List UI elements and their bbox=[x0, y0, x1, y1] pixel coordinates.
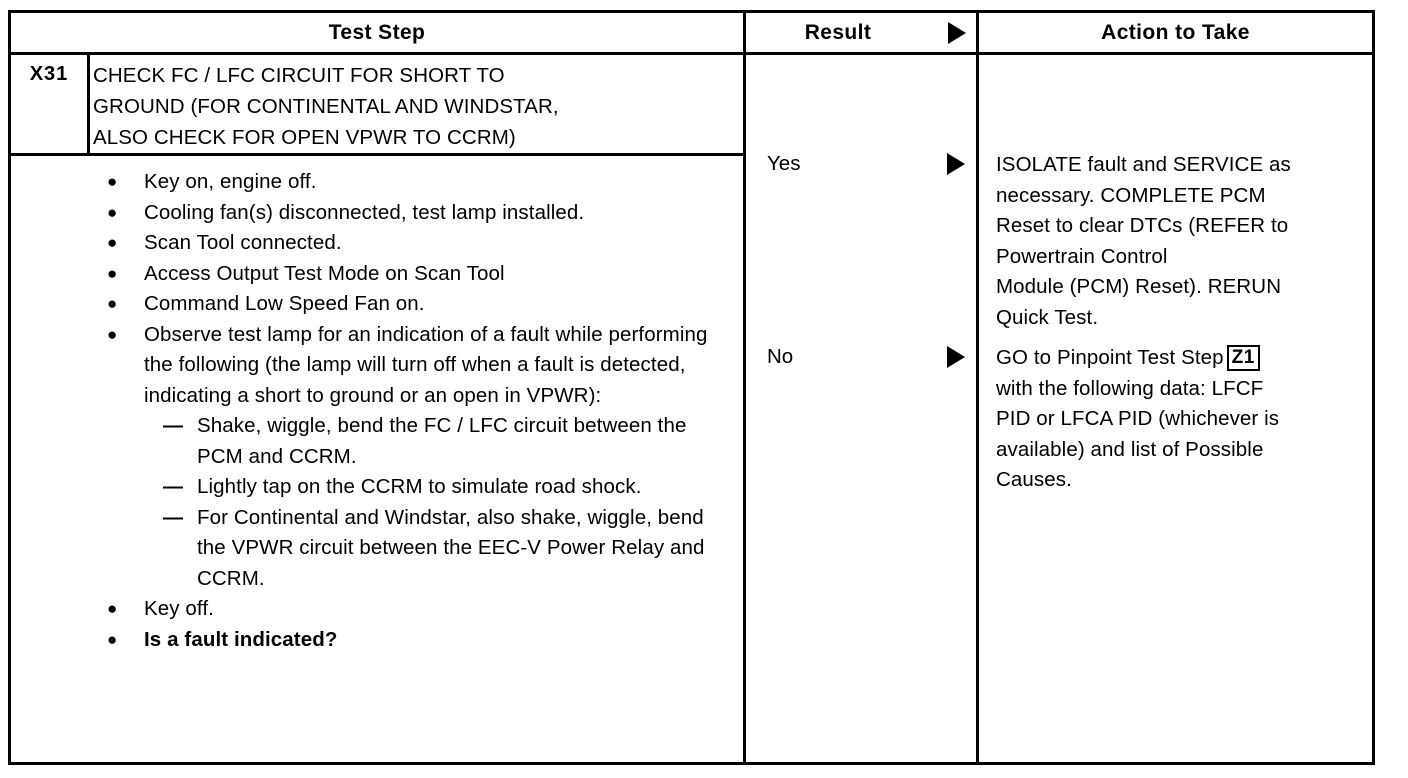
step-title-line-3: ALSO CHECK FOR OPEN VPWR TO CCRM) bbox=[93, 126, 516, 149]
bullet-icon: ● bbox=[107, 294, 118, 313]
step-reference-badge[interactable]: Z1 bbox=[1226, 345, 1260, 371]
list-item-text: Command Low Speed Fan on. bbox=[144, 292, 425, 315]
result-no[interactable]: No bbox=[746, 342, 976, 372]
list-item: ● Key off. bbox=[107, 594, 735, 625]
column-result: Yes No bbox=[746, 55, 976, 762]
step-title: CHECK FC / LFC CIRCUIT FOR SHORT TO GROU… bbox=[93, 60, 735, 153]
header-test-step: Test Step bbox=[11, 13, 743, 52]
sub-list-item-text: For Continental and Windstar, also shake… bbox=[197, 505, 705, 590]
sub-list-item: — For Continental and Windstar, also sha… bbox=[107, 503, 735, 595]
list-item: ● Scan Tool connected. bbox=[107, 228, 735, 259]
list-item-text: Access Output Test Mode on Scan Tool bbox=[144, 261, 505, 285]
dash-icon: — bbox=[163, 476, 184, 498]
action-yes-line-2: necessary. COMPLETE PCM bbox=[996, 183, 1266, 207]
result-yes-label: Yes bbox=[767, 152, 801, 175]
header-action-label: Action to Take bbox=[1101, 20, 1250, 44]
bullet-icon: ● bbox=[107, 233, 118, 252]
list-item-text: Scan Tool connected. bbox=[144, 231, 342, 254]
list-item-text: Cooling fan(s) disconnected, test lamp i… bbox=[144, 200, 585, 224]
pinpoint-test-table: Test Step Result Action to Take X31 CHEC… bbox=[8, 10, 1375, 765]
header-result: Result bbox=[743, 13, 976, 52]
list-item-question: ● Is a fault indicated? bbox=[107, 625, 735, 656]
right-triangle-icon bbox=[948, 21, 966, 44]
step-title-row: X31 CHECK FC / LFC CIRCUIT FOR SHORT TO … bbox=[11, 55, 743, 156]
action-no-line-2: with the following data: LFCF bbox=[996, 376, 1264, 400]
action-no-line-4: available) and list of Possible bbox=[996, 437, 1264, 461]
header-result-label: Result bbox=[804, 20, 872, 44]
action-yes-line-5: Module (PCM) Reset). RERUN bbox=[996, 275, 1282, 298]
result-no-label: No bbox=[767, 345, 794, 368]
right-triangle-icon bbox=[947, 153, 965, 175]
step-title-line-2: GROUND (FOR CONTINENTAL AND WINDSTAR, bbox=[93, 95, 559, 118]
sub-list-item-text: Shake, wiggle, bend the FC / LFC circuit… bbox=[197, 414, 687, 468]
sub-list-item-text: Lightly tap on the CCRM to simulate road… bbox=[197, 475, 642, 498]
bullet-icon: ● bbox=[107, 324, 118, 344]
bullet-icon: ● bbox=[107, 202, 118, 222]
bullet-icon: ● bbox=[107, 629, 118, 649]
action-no-line-3: PID or LFCA PID (whichever is bbox=[996, 407, 1280, 430]
bullet-icon: ● bbox=[107, 599, 118, 618]
column-action-to-take: ISOLATE fault and SERVICE as necessary. … bbox=[979, 55, 1372, 762]
action-yes-line-1: ISOLATE fault and SERVICE as bbox=[996, 153, 1291, 176]
sub-list-item: — Lightly tap on the CCRM to simulate ro… bbox=[107, 472, 735, 503]
list-item-text: Key off. bbox=[144, 597, 214, 620]
step-procedure-list: ● Key on, engine off. ● Cooling fan(s) d… bbox=[11, 156, 743, 655]
list-item-text: Key on, engine off. bbox=[144, 170, 317, 193]
action-yes-line-4: Powertrain Control bbox=[996, 244, 1168, 268]
step-id: X31 bbox=[11, 55, 90, 153]
result-yes[interactable]: Yes bbox=[746, 149, 976, 179]
table-header-row: Test Step Result Action to Take bbox=[11, 13, 1372, 55]
sub-list-item: — Shake, wiggle, bend the FC / LFC circu… bbox=[107, 411, 735, 472]
header-action-to-take: Action to Take bbox=[976, 13, 1372, 52]
action-yes-line-3: Reset to clear DTCs (REFER to bbox=[996, 214, 1289, 237]
step-title-line-1: CHECK FC / LFC CIRCUIT FOR SHORT TO bbox=[93, 64, 505, 87]
list-item: ● Key on, engine off. bbox=[107, 167, 735, 198]
list-item-text: Is a fault indicated? bbox=[144, 627, 338, 651]
dash-icon: — bbox=[163, 506, 184, 529]
right-triangle-icon bbox=[947, 346, 965, 368]
header-test-step-label: Test Step bbox=[328, 20, 426, 44]
bullet-icon: ● bbox=[107, 263, 118, 283]
action-no-line-5: Causes. bbox=[996, 468, 1072, 491]
column-divider-action bbox=[976, 55, 979, 762]
column-divider-result bbox=[743, 55, 746, 762]
list-item: ● Access Output Test Mode on Scan Tool bbox=[107, 259, 735, 290]
list-item-text: Observe test lamp for an indication of a… bbox=[144, 322, 708, 407]
dash-icon: — bbox=[163, 415, 184, 437]
action-yes-line-6: Quick Test. bbox=[996, 305, 1099, 329]
list-item: ● Observe test lamp for an indication of… bbox=[107, 320, 735, 412]
action-no-goto-text: GO to Pinpoint Test Step bbox=[996, 346, 1224, 369]
list-item: ● Command Low Speed Fan on. bbox=[107, 289, 735, 320]
bullet-icon: ● bbox=[107, 172, 118, 191]
list-item: ● Cooling fan(s) disconnected, test lamp… bbox=[107, 198, 735, 229]
column-test-step: X31 CHECK FC / LFC CIRCUIT FOR SHORT TO … bbox=[11, 55, 743, 762]
action-for-yes: ISOLATE fault and SERVICE as necessary. … bbox=[996, 150, 1364, 333]
